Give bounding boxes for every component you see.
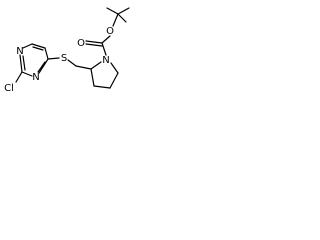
bond-c2-ch2 bbox=[75, 65, 92, 70]
bond-n1-c6 bbox=[22, 43, 33, 49]
chemical-structure-svg: Cl N N S N O O bbox=[4, 7, 130, 94]
bond-c4pyr-n3-inner bbox=[37, 61, 46, 73]
label-n-pyr-bottom: N bbox=[32, 72, 39, 83]
structure-diagram: Cl N N S N O O bbox=[0, 0, 165, 103]
bond-c2-n1-inner bbox=[22, 55, 26, 71]
bond-tbu-oester bbox=[112, 13, 119, 27]
bond-tbu-me2 bbox=[117, 7, 130, 15]
bond-tbu-me3 bbox=[117, 13, 127, 23]
label-s: S bbox=[61, 53, 67, 64]
bond-n-c5 bbox=[110, 62, 119, 74]
bond-c3-c2 bbox=[90, 68, 95, 87]
bond-ch2-s bbox=[67, 59, 77, 67]
bond-c4-c3 bbox=[93, 85, 111, 89]
bond-c6-c5 bbox=[31, 43, 46, 49]
bond-c4pyr-n3 bbox=[38, 58, 49, 74]
bond-c2-cl bbox=[15, 71, 23, 83]
bond-c2-n1 bbox=[19, 54, 23, 73]
bond-c5-c4pyr bbox=[44, 47, 49, 60]
bond-oester-carbonylc bbox=[101, 35, 111, 44]
bond-c5-c4 bbox=[109, 72, 119, 89]
bond-carbonyl-double-2 bbox=[85, 43, 103, 47]
bond-n3-c2 bbox=[21, 71, 33, 77]
label-o-carbonyl: O bbox=[77, 38, 85, 49]
bond-c6-c5-inner bbox=[32, 46, 44, 51]
label-o-ester: O bbox=[106, 26, 114, 37]
label-n-pyr-top: N bbox=[16, 46, 23, 57]
bond-carbonylc-n bbox=[101, 42, 107, 56]
bond-carbonyl-double-1 bbox=[85, 40, 103, 44]
label-cl: Cl bbox=[4, 83, 14, 94]
bond-tbu-me1 bbox=[106, 7, 119, 15]
bond-c2-n bbox=[90, 61, 102, 70]
bond-s-c4pyr bbox=[47, 57, 60, 60]
label-n-pyrrolidine: N bbox=[102, 55, 109, 66]
